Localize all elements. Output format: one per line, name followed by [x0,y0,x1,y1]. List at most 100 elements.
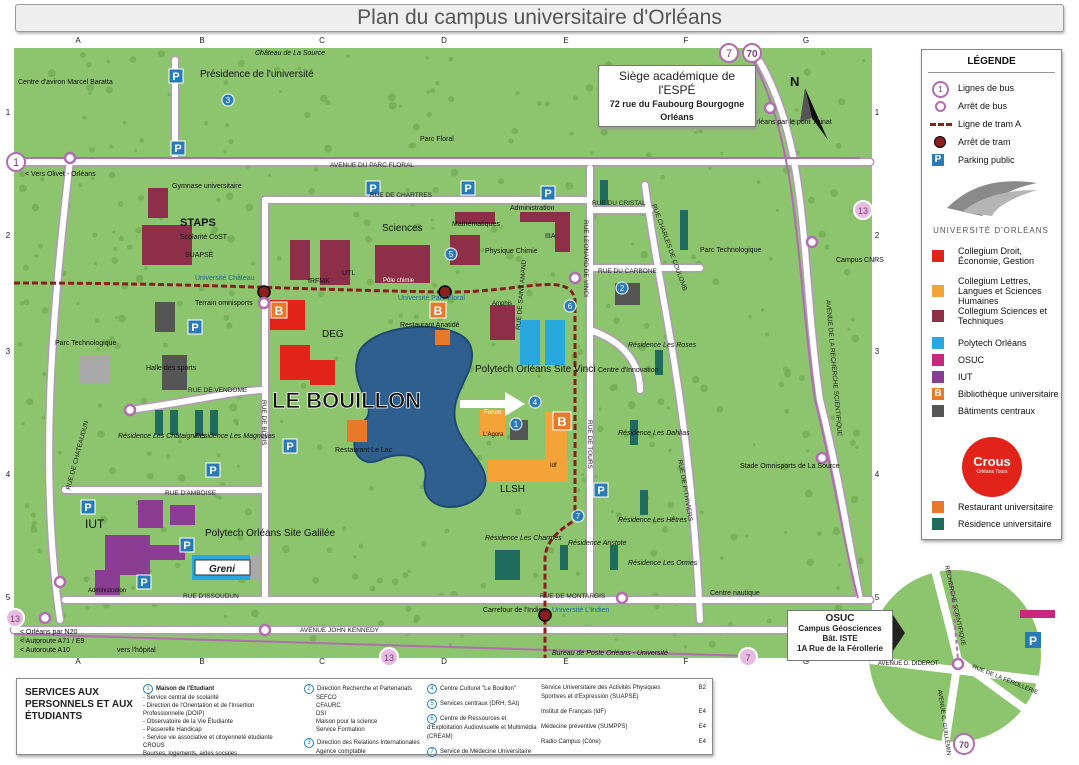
grid-column-C-top: C [319,36,325,45]
legend-lettres: Collegium Lettres, Langues et Sciences H… [930,276,1055,306]
parking-icon[interactable] [365,180,381,196]
espe-title: Siège académique de l'ESPÉ [618,69,736,97]
service-markers[interactable]: 3 5 2 6 4 1 7 [221,93,629,523]
label-pole-chimie: Pôle chimie [383,278,415,284]
label-deg: DEG [322,329,344,340]
label-halle: Halle des sports [146,365,197,372]
street-vendome: RUE DE VENDOME [188,387,248,394]
label-res-magnolias: Résidence Les Magnolias [195,433,276,440]
label-res-chataigniers: Résidence Les Châtaigniers [118,433,206,440]
parking-icon[interactable] [540,185,556,201]
library-icon-deg: B [275,304,284,318]
polytech-swatch [932,337,944,349]
label-vers-orleans: Vers Orléans par le pont Thinat [735,119,832,126]
street-chartres: RUE DE CHARTRES [370,192,433,199]
bus-stops[interactable] [38,101,829,637]
legend-title: LÉGENDE [928,56,1055,73]
label-terrain: Terrain omnisports [195,300,253,307]
osuc-line2: Bât. ISTE [822,634,858,643]
label-suapse: SUAPSE [185,252,214,259]
label-res-charmes: Résidence Les Charmes [485,535,562,542]
osuc-callout: OSUC Campus Géosciences Bât. ISTE 1A Rue… [787,610,893,661]
parking-icon[interactable] [282,438,298,454]
label-parc-techno-right: Parc Technologique [700,247,761,254]
library-icon-sciences: B [434,304,443,318]
legend-polytech: Polytech Orléans [930,335,1027,351]
label-chateau: Château de La Source [255,50,325,57]
parking-letter: P [597,485,604,497]
bus-line-badges[interactable]: 1 7 70 13 13 13 7 [5,43,873,667]
parking-icon[interactable] [593,482,609,498]
iut-buildings [95,500,195,595]
label-presidence: Présidence de l'université [200,69,314,80]
bouillon-arrow-icon [460,392,525,416]
espe-callout: Siège académique de l'ESPÉ 72 rue du Fau… [598,65,756,127]
inset-bus-stop[interactable] [951,657,965,671]
grid-column-D-bottom: D [441,657,447,666]
services-col-4: Service Universitaire des Activités Phys… [541,684,706,753]
legend-resto: Restaurant universitaire [930,499,1053,515]
crous-logo: Crous Orléans Tours [962,437,1022,497]
label-res-hetres: Résidence Les Hêtres [618,517,687,524]
label-iut: IUT [85,517,105,531]
inset-bus-badge[interactable] [953,733,975,755]
marker-6: 6 [568,302,573,311]
bus-1-label: 1 [13,157,19,169]
legend-central: Bâtiments centraux [930,403,1035,419]
label-vers-olivet: < Vers Olivet - Orléans [25,171,96,178]
library-icons[interactable]: B B B [270,301,572,431]
label-resto-lac: Restaurant Le Lac [335,447,393,454]
label-carrefour: Carrefour de l'Indien [483,607,546,614]
street-carbone: RUE DU CARBONE [598,268,658,275]
label-vers-hopital: vers l'hôpital [117,647,156,654]
label-utl: UTL [342,270,355,277]
parking-icon[interactable] [170,140,186,156]
service-line: Bourses, logements, aides sociales [143,751,238,757]
grid-row-1-left: 1 [6,108,11,117]
bus-line-icon: 1 [932,81,949,98]
resto-buildings [347,330,450,442]
parking-letter: P [174,143,181,155]
parking-icon[interactable] [168,68,184,84]
parking-icon[interactable] [179,537,195,553]
service-entry: Médecine préventive (SUMPPS)E4 [541,724,706,730]
grid-column-D-top: D [441,36,447,45]
parking-icon[interactable] [187,319,203,335]
street-vinci: RUE LEONARD DE VINCI [582,220,589,297]
service-line: Service Formation [316,727,365,733]
parking-letter: P [172,71,179,83]
service-line: SEFCO [316,695,337,701]
parking-icon[interactable] [460,180,476,196]
street-kennedy: AVENUE JOHN KENNEDY [300,627,380,634]
parking-icon[interactable] [80,499,96,515]
label-res-ormes: Résidence Les Ormes [628,560,698,567]
sciences-swatch [932,310,944,322]
label-admin-iut: Administration [88,588,126,594]
label-administration: Administration [510,205,554,212]
marker-3: 3 [226,96,231,105]
marker-4: 4 [533,398,538,407]
label-llsh: LLSH [500,484,525,495]
osuc-pointer-icon [891,612,905,654]
buildings [80,180,688,595]
osuc-swatch [932,354,944,366]
parking-icon[interactable] [136,574,152,590]
label-univ-chateau: Université Château [195,275,255,282]
label-aviron: Centre d'aviron Marcel Baratta [18,79,113,86]
parking-letter: P [369,183,376,195]
label-forum: Forum [484,410,501,416]
inset-parking-icon[interactable] [1025,632,1041,648]
legend-osuc: OSUC [930,352,984,368]
label-scolarite: Scolarité CoST [180,234,228,241]
lettres-buildings [480,410,568,482]
service-entry: Service Universitaire des Activités Phys… [541,685,706,700]
grid-column-F-top: F [684,36,689,45]
label-autoroutes: < Orléans par N20< Autoroute A71 / E9< A… [20,629,85,654]
label-iiia: IIIA [545,233,556,240]
parking-icon[interactable] [205,462,221,478]
service-entry: Institut de Français (IdF)E4 [541,709,706,715]
grid-column-B-top: B [199,36,204,45]
